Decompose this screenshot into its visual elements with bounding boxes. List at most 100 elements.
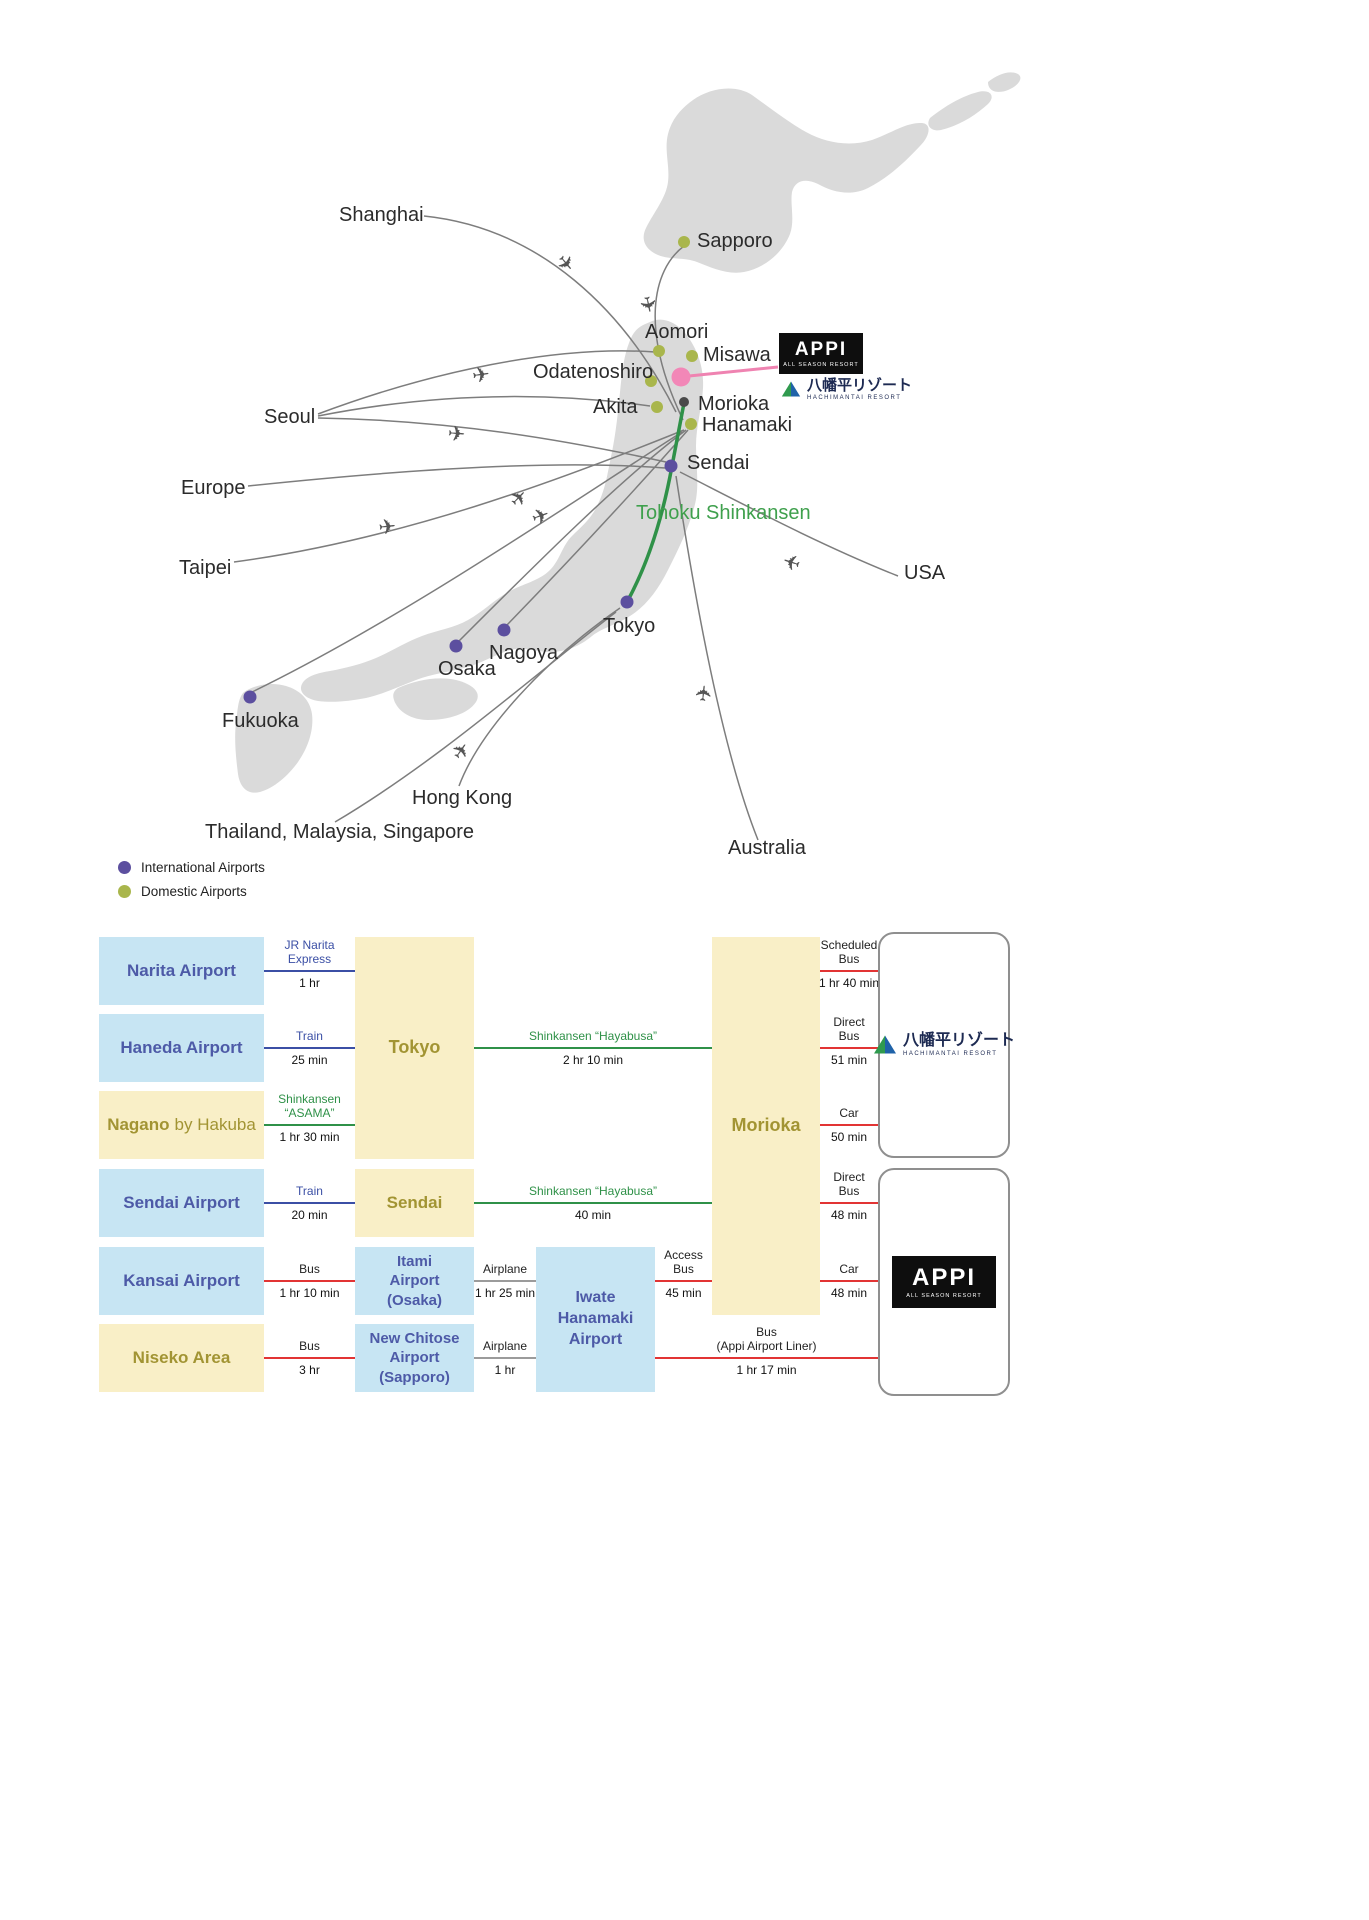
origin-label-australia: Australia bbox=[728, 837, 806, 859]
hachimantai-logo: 八幡平リゾート HACHIMANTAI RESORT bbox=[781, 378, 912, 401]
connector-chitose-iwate: Airplane 1 hr bbox=[474, 1327, 536, 1381]
connector-niseko-chitose: Bus 3 hr bbox=[264, 1327, 355, 1381]
node-haneda-label: Haneda Airport bbox=[120, 1037, 243, 1057]
hachimantai-logo-en: HACHIMANTAI RESORT bbox=[807, 394, 902, 401]
international-dot-icon bbox=[118, 861, 131, 874]
node-niseko-label: Niseko Area bbox=[132, 1347, 231, 1367]
node-niseko-area: Niseko Area bbox=[99, 1324, 264, 1392]
connector-iwate-morioka: Access Bus 45 min bbox=[655, 1249, 712, 1304]
connector-iwate-appi: Bus (Appi Airport Liner) 1 hr 17 min bbox=[655, 1326, 878, 1381]
dot-akita bbox=[651, 401, 663, 413]
dot-tokyo bbox=[620, 595, 634, 609]
node-sendai: Sendai bbox=[355, 1169, 474, 1237]
origin-label-thailand: Thailand, Malaysia, Singapore bbox=[205, 821, 475, 843]
hachimantai-logo-en: HACHIMANTAI RESORT bbox=[903, 1050, 998, 1057]
connector-line bbox=[264, 970, 355, 972]
node-haneda-airport: Haneda Airport bbox=[99, 1014, 264, 1082]
connector-time: 1 hr 30 min bbox=[279, 1130, 340, 1144]
hachimantai-logo-jp: 八幡平リゾート bbox=[903, 1032, 1016, 1050]
connector-label: Bus bbox=[299, 1262, 320, 1277]
route-shanghai bbox=[423, 215, 677, 413]
dot-hanamaki bbox=[685, 418, 697, 430]
airplane-icon: ✈ bbox=[780, 548, 804, 575]
dot-aomori bbox=[653, 345, 665, 357]
hachimantai-destination-box: 八幡平リゾート HACHIMANTAI RESORT bbox=[874, 932, 1015, 1158]
connector-narita-tokyo: JR Narita Express 1 hr bbox=[264, 939, 355, 994]
node-morioka-label: Morioka bbox=[731, 1115, 801, 1136]
route-sapporo-hanamaki bbox=[654, 245, 685, 421]
connector-line bbox=[820, 1280, 878, 1282]
node-narita-label: Narita Airport bbox=[127, 960, 236, 980]
connector-sendai-morioka: Shinkansen “Hayabusa” 40 min bbox=[474, 1172, 712, 1226]
city-label-tokyo: Tokyo bbox=[603, 615, 656, 637]
node-tokyo: Tokyo bbox=[355, 937, 474, 1159]
node-sendai-airport: Sendai Airport bbox=[99, 1169, 264, 1237]
city-label-osaka: Osaka bbox=[438, 658, 496, 680]
dot-morioka bbox=[679, 397, 689, 407]
city-label-sendai: Sendai bbox=[687, 452, 750, 474]
connector-label: Direct Bus bbox=[833, 1170, 865, 1199]
connector-label: Train bbox=[296, 1184, 323, 1199]
route-europe-sendai bbox=[247, 464, 666, 487]
appi-logo-subtitle: ALL SEASON RESORT bbox=[783, 361, 859, 368]
connector-time: 2 hr 10 min bbox=[562, 1053, 624, 1067]
city-label-nagoya: Nagoya bbox=[489, 642, 558, 664]
city-label-hanamaki: Hanamaki bbox=[702, 414, 793, 436]
airplane-icon: ✈ bbox=[692, 683, 717, 703]
connector-time: 1 hr 17 min bbox=[736, 1363, 797, 1377]
international-airport-dots bbox=[243, 459, 678, 704]
connector-sendai-airport-sendai: Train 20 min bbox=[264, 1172, 355, 1226]
connector-haneda-tokyo: Train 25 min bbox=[264, 1017, 355, 1071]
hachimantai-logo-jp: 八幡平リゾート bbox=[807, 377, 913, 394]
connector-label: Train bbox=[296, 1029, 323, 1044]
connector-label: Shinkansen “ASAMA” bbox=[278, 1092, 341, 1121]
connector-line bbox=[655, 1280, 712, 1282]
connector-line bbox=[264, 1124, 355, 1126]
city-label-akita: Akita bbox=[593, 396, 638, 418]
connector-morioka-hachimantai-direct-bus: Direct Bus 51 min bbox=[820, 1016, 878, 1071]
connector-tokyo-morioka: Shinkansen “Hayabusa” 2 hr 10 min bbox=[474, 1017, 712, 1071]
connector-label: Car bbox=[839, 1106, 859, 1121]
honshu-shape bbox=[300, 319, 704, 702]
route-thailand-tokyo bbox=[334, 611, 617, 823]
connector-morioka-hachimantai-car: Car 50 min bbox=[820, 1094, 878, 1148]
route-usa-sendai bbox=[679, 471, 899, 577]
dot-resort bbox=[671, 367, 691, 387]
connector-line bbox=[474, 1280, 536, 1282]
connector-morioka-appi-direct-bus: Direct Bus 48 min bbox=[820, 1170, 878, 1226]
connector-nagano-tokyo: Shinkansen “ASAMA” 1 hr 30 min bbox=[264, 1092, 355, 1148]
city-label-fukuoka: Fukuoka bbox=[222, 710, 299, 732]
hachimantai-logo-text: 八幡平リゾート HACHIMANTAI RESORT bbox=[807, 378, 912, 401]
origin-label-europe: Europe bbox=[181, 477, 246, 499]
airplane-icon: ✈ bbox=[634, 294, 660, 316]
node-sendai-airport-label: Sendai Airport bbox=[123, 1192, 240, 1212]
hachimantai-mountain-icon bbox=[781, 381, 801, 397]
dot-odatenoshiro bbox=[645, 375, 657, 387]
node-narita-airport: Narita Airport bbox=[99, 937, 264, 1005]
node-sendai-label: Sendai bbox=[386, 1192, 443, 1212]
kyushu-shape bbox=[235, 684, 313, 793]
japan-route-map: ✈ ✈ ✈ ✈ ✈ ✈ ✈ ✈ ✈ ✈ bbox=[233, 72, 1021, 841]
dot-misawa bbox=[686, 350, 698, 362]
airplane-icon: ✈ bbox=[551, 250, 580, 278]
route-nagoya-hanamaki bbox=[505, 429, 689, 627]
connector-line bbox=[264, 1357, 355, 1359]
origin-label-seoul: Seoul bbox=[264, 406, 316, 428]
node-morioka: Morioka bbox=[712, 937, 820, 1315]
appi-logo: APPI ALL SEASON RESORT bbox=[779, 333, 863, 374]
route-seoul-aomori bbox=[317, 350, 656, 415]
connector-time: 1 hr bbox=[299, 976, 320, 990]
japan-landmass bbox=[235, 72, 1021, 793]
node-iwate-hanamaki-airport: Iwate Hanamaki Airport bbox=[536, 1247, 655, 1392]
node-new-chitose-label: New Chitose Airport (Sapporo) bbox=[369, 1329, 460, 1386]
resort-connector-line bbox=[688, 365, 779, 378]
hachimantai-logo: 八幡平リゾート HACHIMANTAI RESORT bbox=[873, 1032, 1016, 1057]
connector-line bbox=[820, 1047, 878, 1049]
connector-line bbox=[264, 1047, 355, 1049]
airplane-icon: ✈ bbox=[529, 503, 553, 531]
dot-nagoya bbox=[497, 623, 511, 637]
connector-line bbox=[820, 1124, 878, 1126]
appi-logo: APPI ALL SEASON RESORT bbox=[892, 1256, 996, 1308]
